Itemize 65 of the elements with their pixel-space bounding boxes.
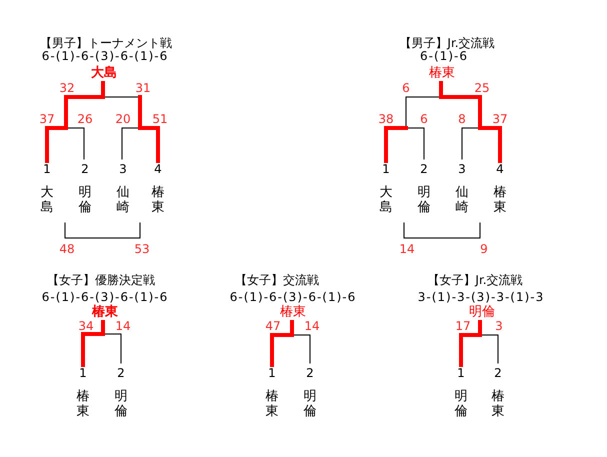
team-name: 明倫 <box>303 389 317 419</box>
bracket-title: 【女子】交流戦 <box>235 274 319 286</box>
winner-name: 椿東 <box>92 306 118 318</box>
seed-number: 2 <box>306 367 314 379</box>
team-name: 椿東 <box>151 185 165 215</box>
match-format: 6-(1)-6-(3)-6-(1)-6 <box>42 50 168 62</box>
team-name: 椿東 <box>76 389 90 419</box>
score: 37 <box>492 113 508 125</box>
team-name: 大島 <box>40 185 54 215</box>
score: 20 <box>115 113 131 125</box>
winner-name: 椿東 <box>280 306 306 318</box>
seed-number: 1 <box>79 367 87 379</box>
seed-number: 1 <box>268 367 276 379</box>
team-name: 明倫 <box>417 185 431 215</box>
seed-number: 4 <box>154 163 162 175</box>
score: 6 <box>420 113 428 125</box>
score: 32 <box>59 82 75 94</box>
bracket-title: 【男子】Jr.交流戦 <box>399 37 495 49</box>
team-name: 椿東 <box>491 389 505 419</box>
match-format: 6-(1)-6-(3)-6-(1)-6 <box>42 291 168 303</box>
seed-number: 2 <box>420 163 428 175</box>
score: 34 <box>78 320 94 332</box>
score: 3 <box>495 320 503 332</box>
score: 37 <box>39 113 55 125</box>
score: 53 <box>134 243 150 255</box>
match-format: 3-(1)-3-(3)-3-(1)-3 <box>418 291 544 303</box>
team-name: 大島 <box>379 185 393 215</box>
match-format: 6-(1)-6-(3)-6-(1)-6 <box>230 291 356 303</box>
score: 31 <box>135 82 151 94</box>
score: 14 <box>399 243 415 255</box>
seed-number: 1 <box>43 163 51 175</box>
seed-number: 3 <box>119 163 127 175</box>
team-name: 明倫 <box>78 185 92 215</box>
seed-number: 4 <box>496 163 504 175</box>
seed-number: 1 <box>457 367 465 379</box>
score: 8 <box>458 113 466 125</box>
score: 6 <box>402 82 410 94</box>
score: 17 <box>455 320 471 332</box>
score: 47 <box>265 320 281 332</box>
team-name: 椿東 <box>493 185 507 215</box>
team-name: 明倫 <box>454 389 468 419</box>
winner-name: 明倫 <box>469 306 495 318</box>
team-name: 仙崎 <box>455 185 469 215</box>
score: 9 <box>480 243 488 255</box>
winner-name: 椿東 <box>429 66 455 80</box>
seed-number: 3 <box>458 163 466 175</box>
seed-number: 2 <box>81 163 89 175</box>
team-name: 明倫 <box>114 389 128 419</box>
score: 25 <box>474 82 490 94</box>
team-name: 仙崎 <box>116 185 130 215</box>
score: 14 <box>304 320 320 332</box>
seed-number: 2 <box>494 367 502 379</box>
winner-name: 大島 <box>91 66 117 80</box>
team-name: 椿東 <box>265 389 279 419</box>
score: 38 <box>378 113 394 125</box>
score: 14 <box>115 320 131 332</box>
score: 48 <box>59 243 75 255</box>
seed-number: 2 <box>117 367 125 379</box>
bracket-title: 【女子】優勝決定戦 <box>47 274 155 286</box>
bracket-title: 【女子】Jr.交流戦 <box>427 274 523 286</box>
score: 26 <box>77 113 93 125</box>
match-format: 6-(1)-6 <box>420 50 468 62</box>
score: 51 <box>152 113 168 125</box>
seed-number: 1 <box>382 163 390 175</box>
bracket-title: 【男子】トーナメント戦 <box>40 37 172 49</box>
